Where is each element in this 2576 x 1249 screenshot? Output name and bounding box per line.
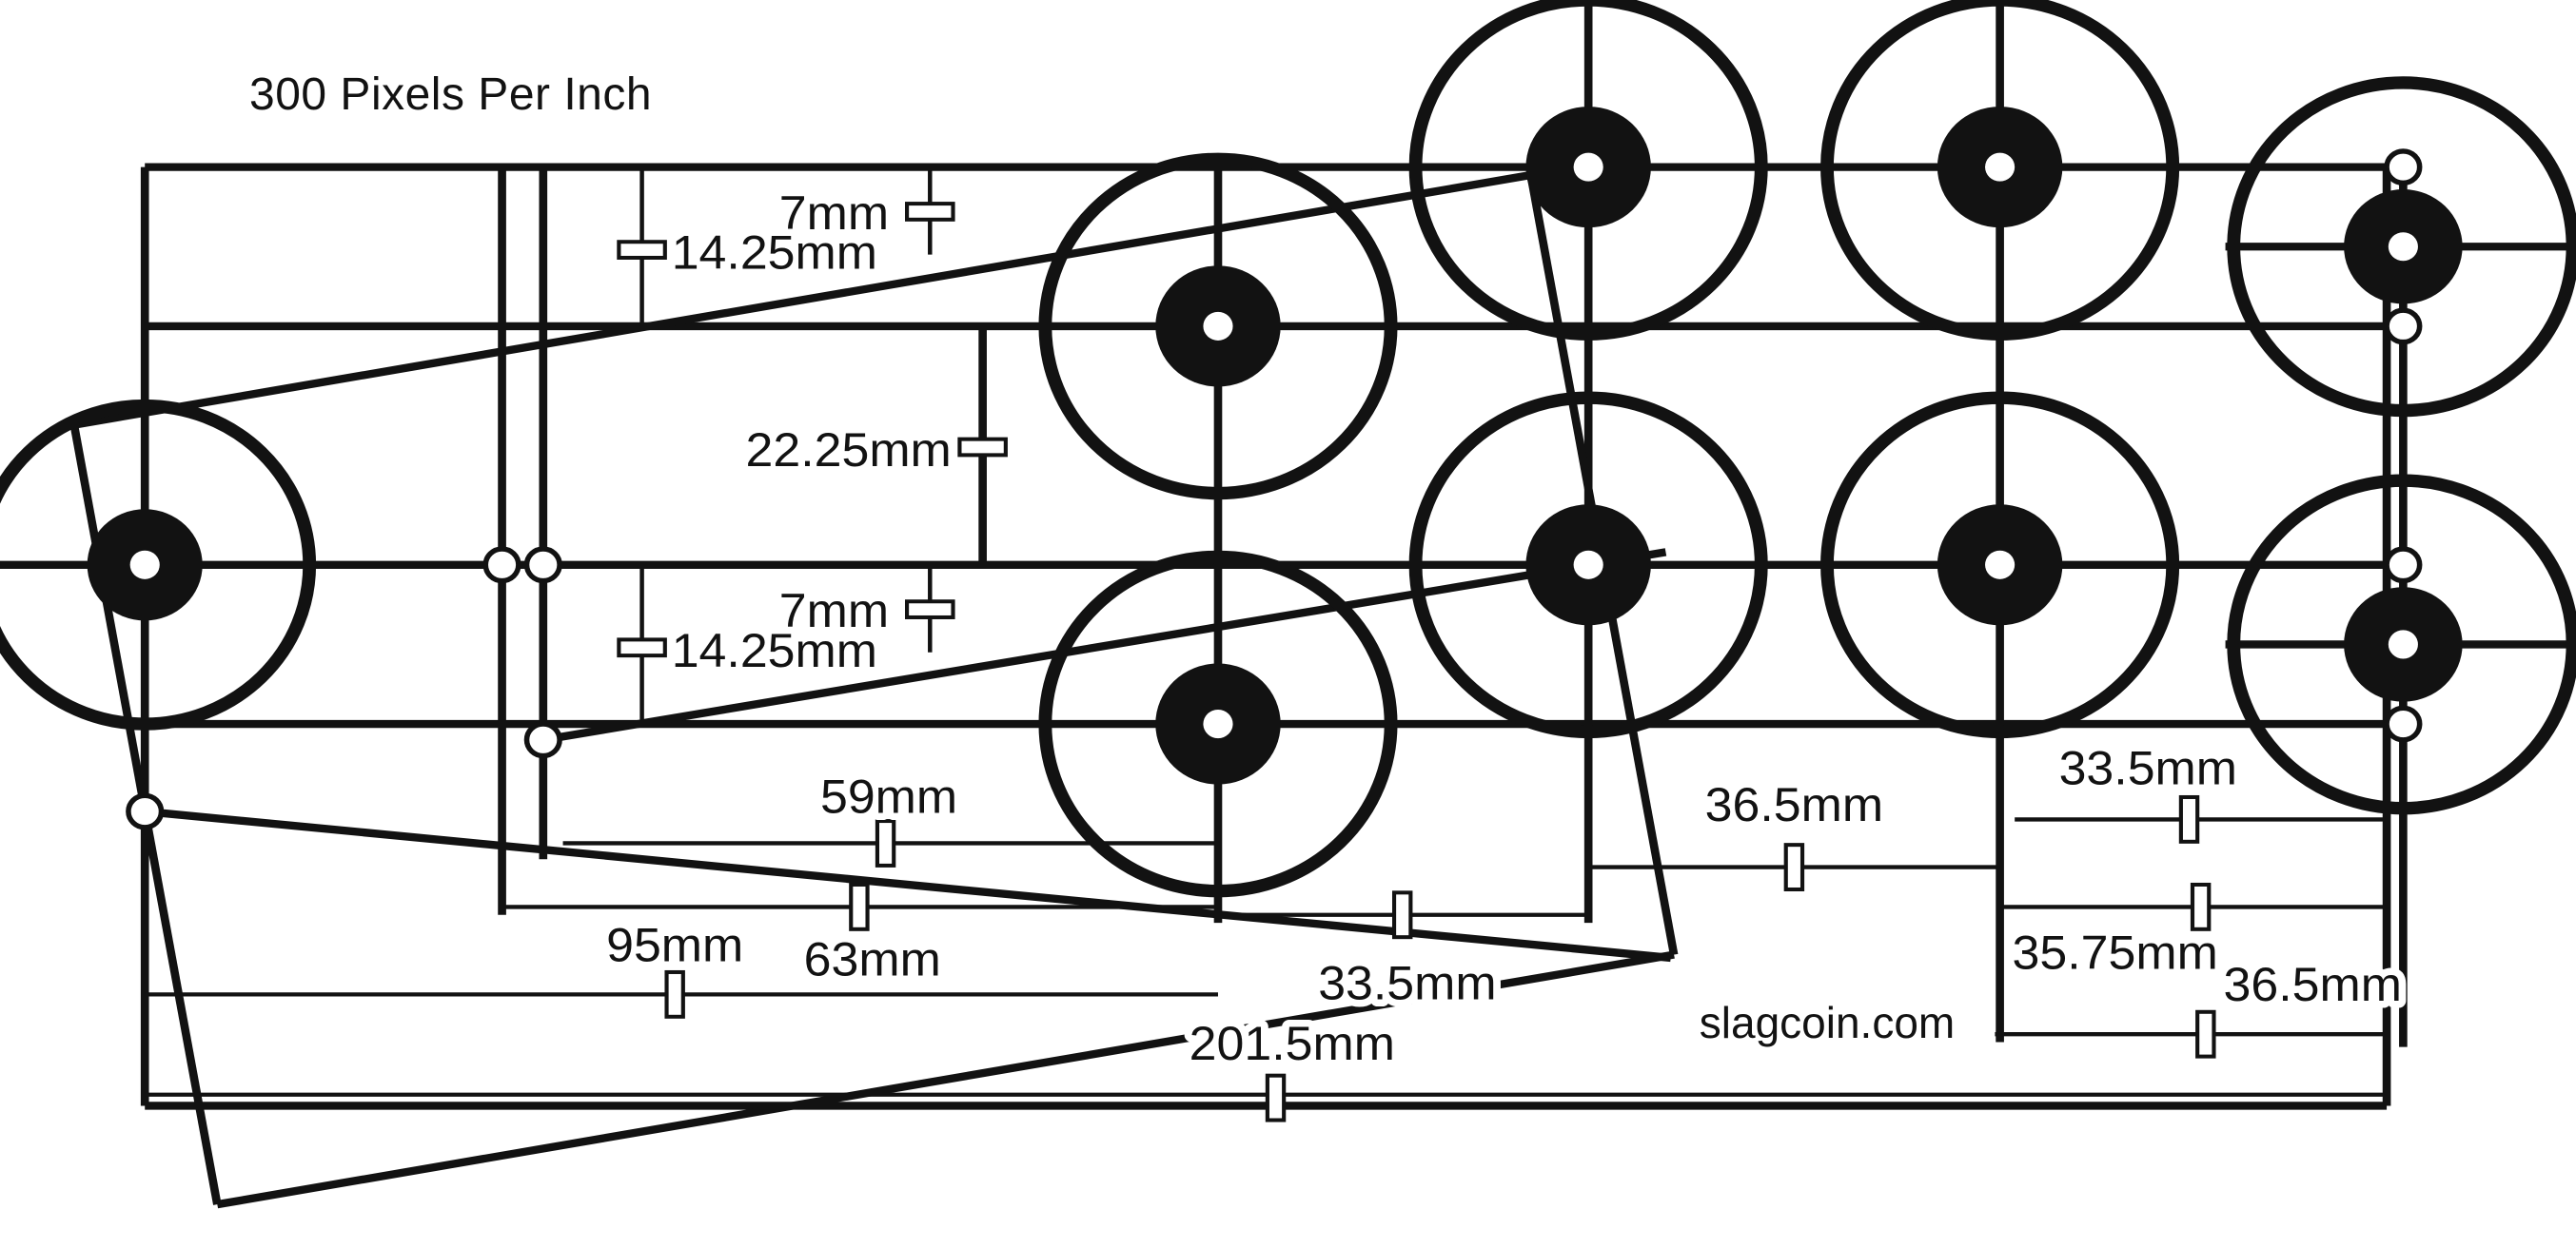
button-circle-center-hole [1573, 152, 1603, 182]
button-circle-outer [1408, 391, 1768, 739]
button-circle-outer [1820, 0, 2180, 341]
dimension-tick [2178, 794, 2200, 844]
anchor-dot [126, 792, 165, 830]
dimension-label: 63mm [804, 932, 941, 986]
dimension-tick [1391, 890, 1413, 940]
dimension-label: 14.25mm [672, 624, 877, 677]
dimension-label: 36.5mm [1705, 778, 1883, 831]
button-circle-outer [2227, 76, 2576, 418]
button-circle-center-hole [1985, 550, 2016, 579]
button-circle-outer [1408, 0, 1768, 341]
anchor-dot [2384, 307, 2423, 345]
dimension-label: 33.5mm [2059, 741, 2237, 794]
dimension-label: 33.5mm [1318, 956, 1496, 1009]
button-circle-center-hole [1573, 550, 1603, 579]
anchor-dot [2384, 546, 2423, 584]
dimension-label: 7mm [779, 186, 889, 240]
dimension-label: 201.5mm [1190, 1017, 1395, 1070]
button-circle-center-hole [1203, 709, 1233, 739]
dimension-label: 95mm [606, 918, 743, 971]
button-circle-outer [1820, 391, 2180, 739]
dimension-tick [957, 437, 1008, 458]
dimension-tick [904, 202, 955, 222]
dimension-tick [1265, 1073, 1287, 1122]
watermark: slagcoin.com [1699, 998, 1956, 1047]
panel-line [73, 170, 1532, 429]
dimension-tick [617, 240, 667, 260]
joystick-circle-outer [0, 399, 317, 731]
page-title: 300 Pixels Per Inch [249, 69, 653, 120]
dimension-tick [1783, 843, 1805, 891]
dimension-label: 22.25mm [745, 423, 951, 477]
panel-line [216, 950, 1675, 1209]
anchor-dot [523, 721, 562, 759]
button-circle-center-hole [2388, 630, 2418, 659]
dimension-tick [849, 882, 870, 931]
panel-line [144, 807, 1672, 963]
dimension-tick [904, 599, 955, 619]
button-circle-center-hole [1985, 152, 2016, 182]
dimension-tick [2195, 1009, 2216, 1059]
anchor-dot [2384, 705, 2423, 743]
button-circle-outer [1038, 550, 1398, 898]
dimension-tick [875, 819, 896, 868]
anchor-dot [523, 546, 562, 584]
dimension-label: 59mm [820, 770, 957, 823]
dimension-label: 7mm [779, 584, 889, 637]
anchor-dot [482, 546, 521, 584]
button-circle-outer [1038, 152, 1398, 500]
dimension-label: 14.25mm [672, 225, 877, 279]
dimension-tick [664, 969, 685, 1019]
dimension-label: 35.75mm [2013, 926, 2218, 979]
joystick-circle-center-hole [129, 550, 160, 579]
button-circle-outer [2227, 474, 2576, 815]
anchor-dot [2384, 148, 2423, 186]
dimension-tick [2190, 882, 2212, 931]
button-circle-center-hole [1203, 311, 1233, 341]
panel-line [542, 548, 1667, 744]
dimension-label: 36.5mm [2224, 958, 2402, 1011]
button-circle-center-hole [2388, 232, 2418, 262]
dimension-tick [617, 637, 667, 658]
